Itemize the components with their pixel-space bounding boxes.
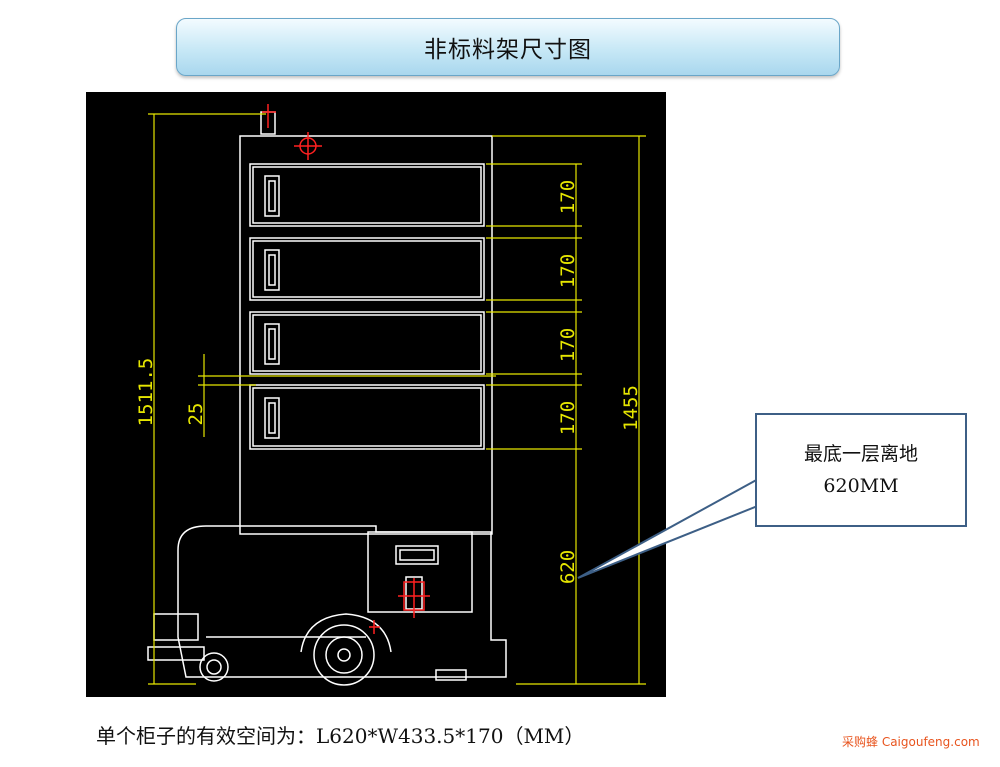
dimension-lines (148, 113, 646, 685)
drawer-handle-1 (264, 175, 280, 217)
callout-line2: 620MM (823, 475, 899, 497)
drawer-handle-3 (264, 323, 280, 365)
rack-frame (239, 135, 493, 535)
dim-layer-3: 170 (557, 328, 579, 362)
dim-layer-1: 170 (557, 180, 579, 214)
drawer-2 (249, 237, 485, 301)
dim-rack-height: 1455 (620, 385, 642, 431)
agv-body (177, 525, 507, 678)
watermark: 采购蜂 Caigoufeng.com (842, 735, 980, 749)
dim-ground-clearance: 620 (557, 550, 579, 584)
cad-drawing: 1511.5 25 170 170 170 170 1455 620 (86, 92, 666, 697)
page-title: 非标料架尺寸图 (176, 18, 840, 76)
caption: 单个柜子的有效空间为：L620*W433.5*170（MM） (96, 724, 585, 748)
drawer-1 (249, 163, 485, 227)
dim-layer-2: 170 (557, 254, 579, 288)
drawer-3 (249, 311, 485, 375)
dim-total-height: 1511.5 (135, 358, 157, 427)
rack-schematic: 1511.5 25 170 170 170 170 1455 620 (135, 104, 646, 686)
dim-shelf-offset: 25 (185, 403, 207, 426)
callout-line1: 最底一层离地 (803, 443, 918, 465)
center-markers (262, 104, 430, 634)
drawer-handle-2 (264, 249, 280, 291)
agv-panel (367, 531, 473, 613)
caster-wheel (199, 652, 229, 682)
drive-wheel (313, 624, 375, 686)
dim-layer-4: 170 (557, 401, 579, 435)
drawer-4 (249, 384, 485, 450)
drawer-handle-4 (264, 397, 280, 439)
callout-box: 最底一层离地 620MM (755, 413, 967, 527)
